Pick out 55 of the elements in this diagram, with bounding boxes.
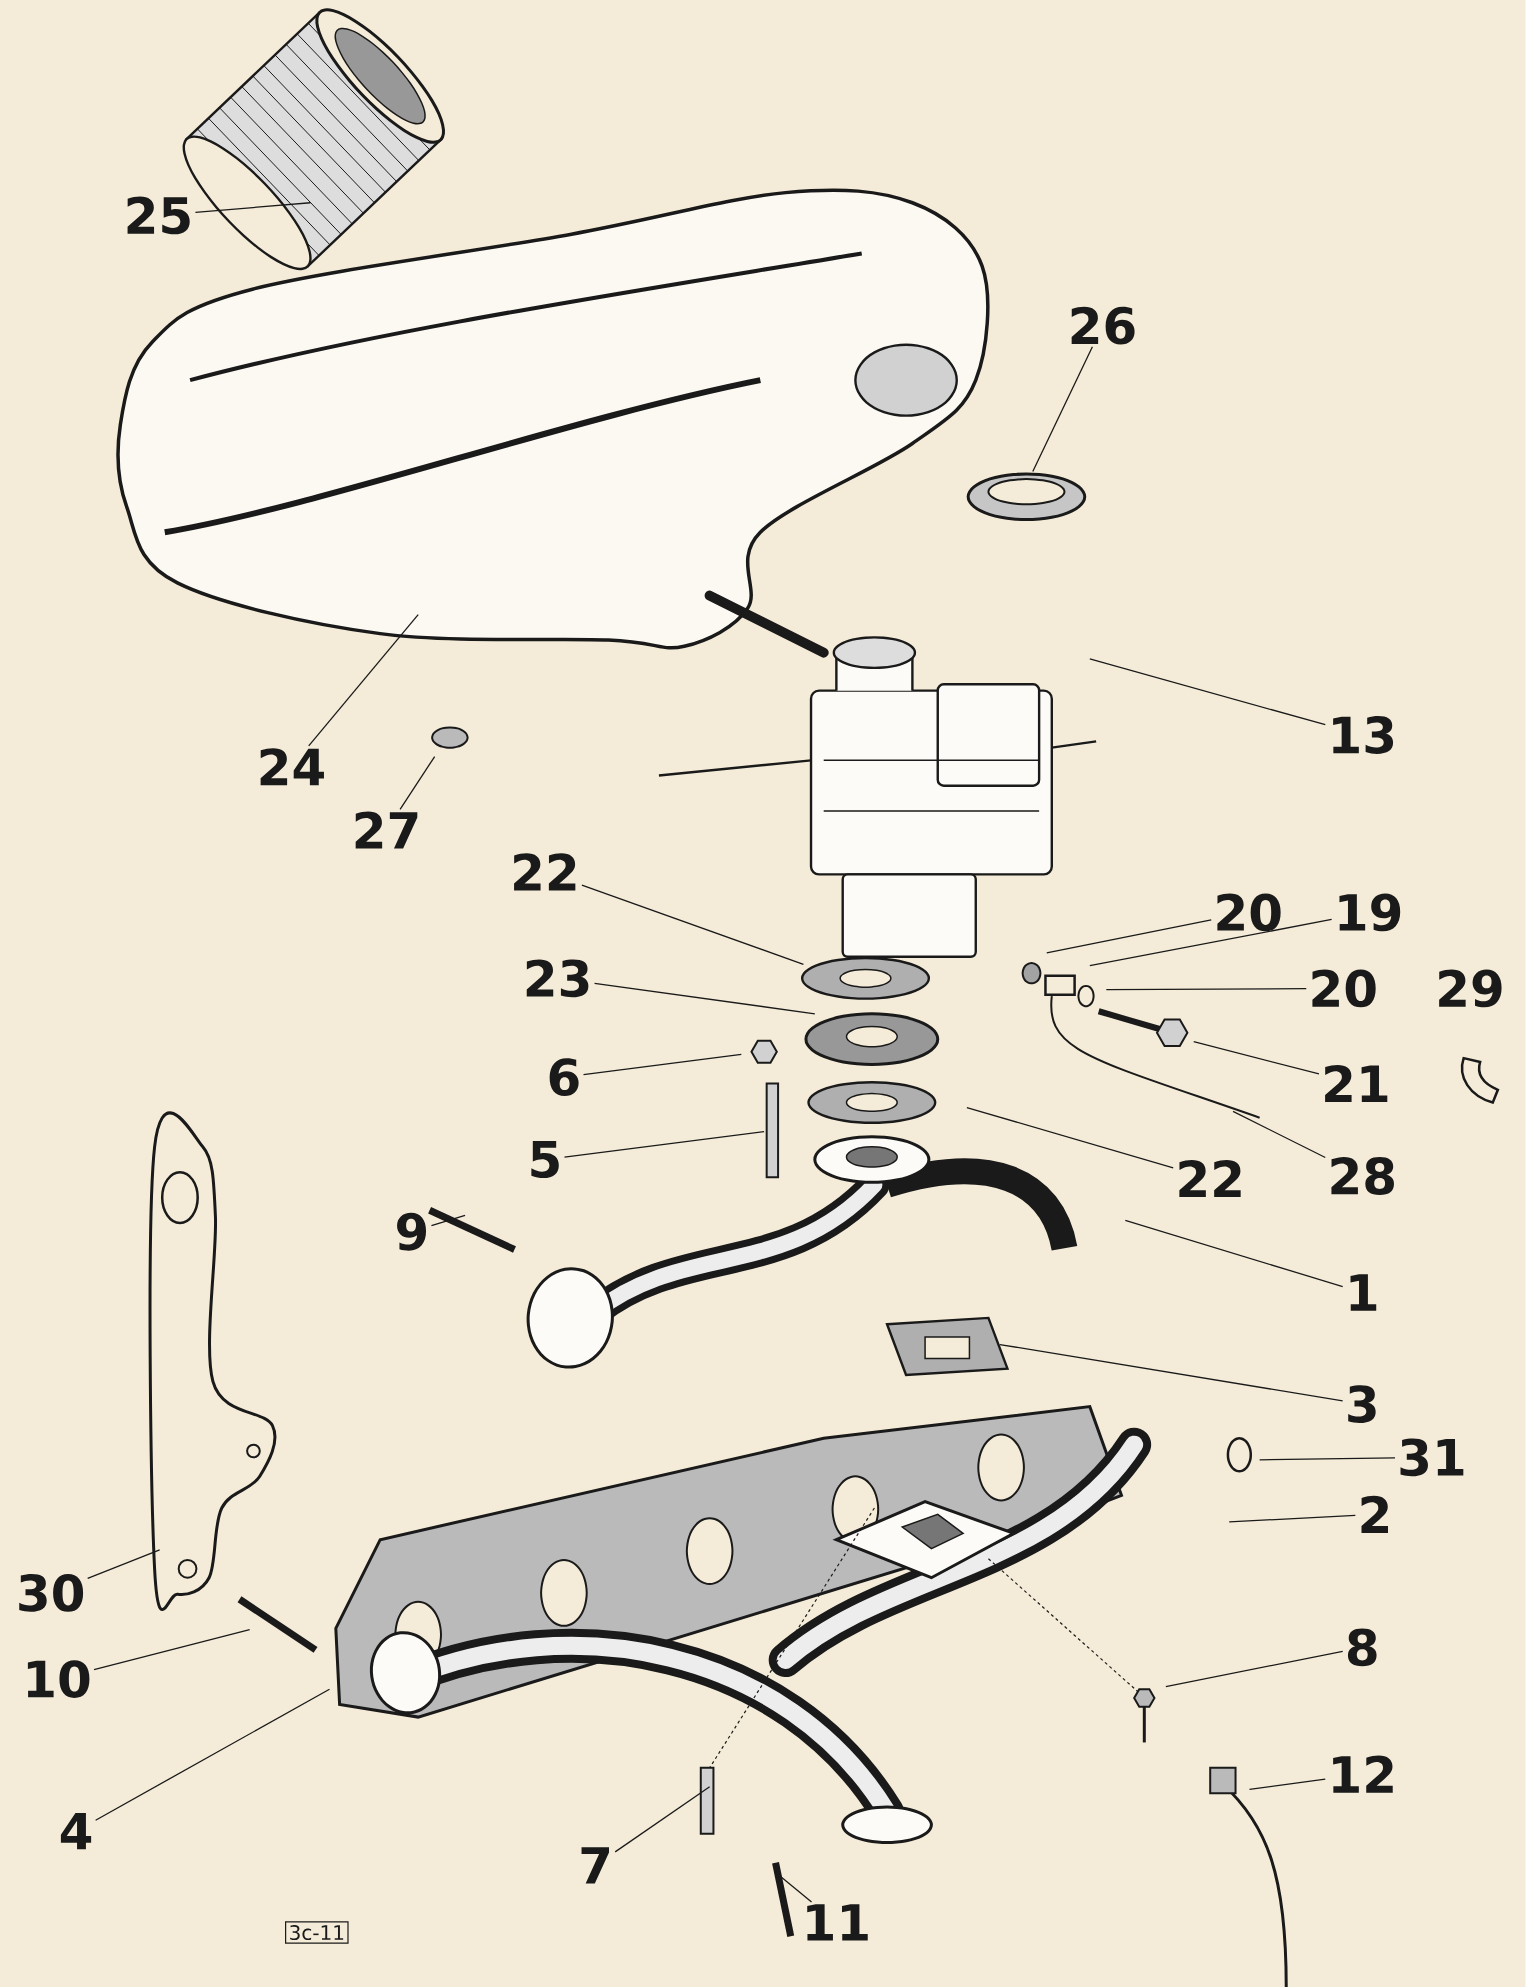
callout-number: 23 [526, 959, 589, 998]
callout-number: 24 [260, 748, 325, 786]
callout-number: 12 [1333, 1755, 1393, 1793]
leader-line [399, 755, 436, 810]
leader-line [1046, 919, 1212, 954]
callout-number: 5 [531, 1140, 559, 1179]
callout-number: 4 [61, 1812, 92, 1850]
callout-number: 1 [1350, 1274, 1377, 1311]
callout-number: 19 [1339, 893, 1401, 932]
leader-line [1089, 918, 1333, 967]
callout-number: 31 [1400, 1438, 1464, 1477]
callout-number: 20 [1312, 969, 1376, 1008]
callout-number: 27 [355, 811, 418, 849]
leader-line [1232, 1110, 1327, 1159]
callout-number: 13 [1333, 716, 1394, 754]
leader-line [966, 1106, 1174, 1169]
leader-line [1124, 1219, 1344, 1288]
leader-line [1105, 988, 1308, 991]
callout-number: 20 [1217, 893, 1281, 932]
leader-line [1193, 1041, 1320, 1075]
leader-line [1249, 1778, 1327, 1790]
callout-number: 28 [1331, 1157, 1395, 1195]
leader-line [1165, 1650, 1344, 1688]
callout-number: 3 [1348, 1385, 1376, 1423]
leader-line [1089, 658, 1327, 726]
callout-number: 10 [28, 1660, 90, 1698]
leader-line [583, 1053, 743, 1076]
callout-number: 9 [397, 1212, 427, 1251]
leader-line [95, 1688, 331, 1821]
leader-line [594, 982, 816, 1015]
leader-line [581, 884, 805, 965]
leader-line [430, 1214, 466, 1227]
leader-line [564, 1131, 765, 1158]
callout-number: 2 [1361, 1495, 1389, 1533]
callout-number: 22 [514, 853, 576, 891]
leader-line [93, 1629, 251, 1671]
leader-line [999, 1343, 1344, 1402]
callout-number: 22 [1179, 1160, 1241, 1198]
leader-line [1228, 1514, 1357, 1523]
figure-code-box: 3c-11 [285, 1921, 349, 1944]
callout-number: 25 [127, 196, 190, 235]
callout-number: 6 [549, 1058, 579, 1097]
callout-number: 11 [807, 1904, 868, 1941]
leader-line [1032, 346, 1094, 473]
leader-line [1259, 1457, 1396, 1461]
callout-number: 26 [1071, 306, 1135, 345]
callout-number: 30 [19, 1574, 84, 1612]
callout-number: 7 [581, 1847, 610, 1884]
callout-number: 29 [1439, 969, 1502, 1008]
leader-line [614, 1786, 711, 1853]
callout-number: 21 [1325, 1064, 1388, 1103]
leader-line [194, 202, 312, 213]
callout-number: 8 [1348, 1628, 1377, 1667]
leader-line [308, 613, 419, 747]
leader-line [87, 1549, 161, 1579]
